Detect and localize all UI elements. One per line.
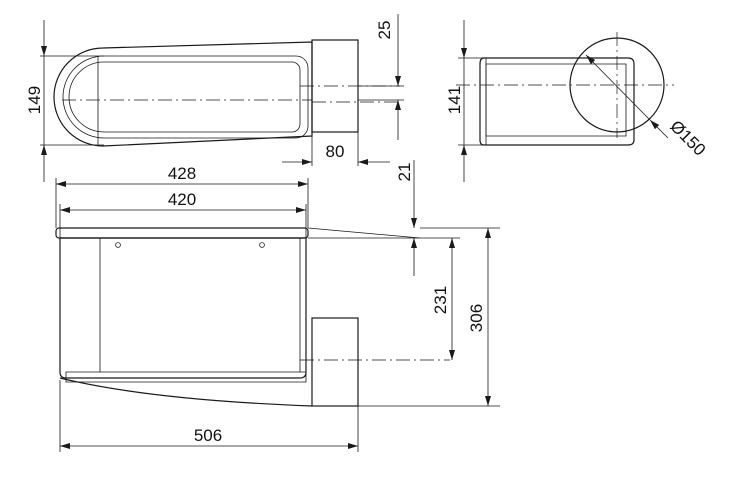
- dim-label-420: 420: [168, 190, 196, 209]
- dim-label-diameter-150: Ø150: [666, 117, 709, 160]
- front-view-screw-right: [259, 242, 265, 248]
- front-view-lid: [55, 227, 309, 239]
- front-view-outlet-stub: [311, 317, 359, 407]
- front-view-lid-extension: [307, 227, 421, 239]
- dim-label-25: 25: [375, 21, 394, 40]
- diameter-leader: [649, 119, 669, 139]
- front-view-bottom-plate: [65, 371, 307, 383]
- front-view-bottom-flare: [59, 377, 313, 407]
- front-view: 428 420 21 231 306 506: [55, 160, 500, 452]
- front-view-body: [59, 237, 307, 379]
- dim-label-21: 21: [395, 163, 414, 182]
- dim-label-506: 506: [194, 426, 222, 445]
- dim-label-428: 428: [168, 164, 196, 183]
- side-view-body: [479, 57, 635, 146]
- diameter-leader: [585, 54, 651, 121]
- dim-label-141: 141: [445, 86, 464, 114]
- top-view-inner-body-2: [68, 61, 301, 133]
- dim-label-306: 306: [467, 304, 486, 332]
- top-view: 149 25 80: [25, 14, 404, 182]
- dim-label-231: 231: [431, 286, 450, 314]
- side-view: 141 Ø150: [445, 20, 709, 182]
- dim-label-80: 80: [326, 142, 345, 161]
- dim-label-149: 149: [25, 86, 44, 114]
- front-view-screw-left: [115, 242, 121, 248]
- top-view-inner-body: [62, 55, 309, 139]
